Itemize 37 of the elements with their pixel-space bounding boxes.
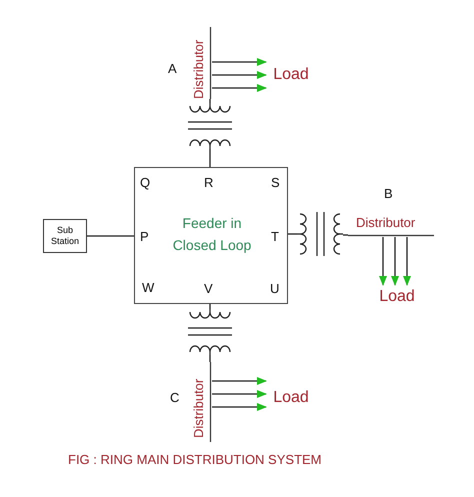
distributor-label: Distributor xyxy=(191,378,206,438)
terminal-letter: V xyxy=(204,281,213,296)
arrow xyxy=(403,237,411,286)
arrow xyxy=(379,237,387,286)
connector-line xyxy=(209,304,211,309)
distributor-label: Distributor xyxy=(356,215,416,230)
arrow xyxy=(391,237,399,286)
connector-line xyxy=(209,149,211,167)
arrow xyxy=(212,377,267,385)
feeder-label: Feeder in Closed Loop xyxy=(172,214,252,255)
letter-label: A xyxy=(168,61,177,76)
arrow xyxy=(212,84,267,92)
connector-line xyxy=(288,233,297,235)
arrow xyxy=(212,403,267,411)
feeder-loop-box xyxy=(134,167,288,304)
connector-line xyxy=(209,355,211,362)
substation-box: Sub Station xyxy=(43,219,87,253)
load-label: Load xyxy=(266,386,316,410)
terminal-letter: W xyxy=(142,280,154,295)
arrow xyxy=(212,58,267,66)
connector-line xyxy=(209,99,211,103)
terminal-letter: Q xyxy=(140,175,150,190)
distributor-label: Distributor xyxy=(191,38,206,99)
letter-label: B xyxy=(384,186,393,201)
load-label: Load xyxy=(372,285,422,309)
terminal-letter: S xyxy=(271,175,280,190)
load-label: Load xyxy=(266,63,316,87)
terminal-letter: R xyxy=(204,175,214,190)
letter-label: C xyxy=(170,390,180,405)
connector-line xyxy=(87,235,134,237)
figure-caption: FIG : RING MAIN DISTRIBUTION SYSTEM xyxy=(68,452,322,467)
terminal-letter: U xyxy=(270,281,280,296)
terminal-letter: T xyxy=(271,229,279,244)
arrow xyxy=(212,390,267,398)
arrow xyxy=(212,71,267,79)
terminal-letter: P xyxy=(140,229,149,244)
connector-line xyxy=(343,234,348,236)
